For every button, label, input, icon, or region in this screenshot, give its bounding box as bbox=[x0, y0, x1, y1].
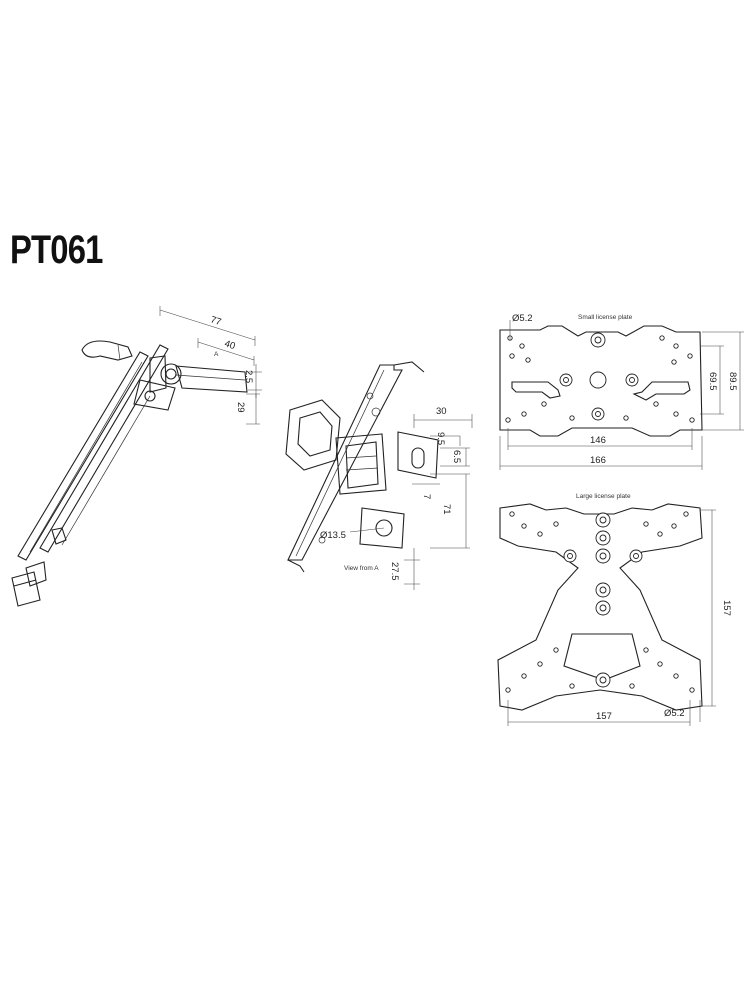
small-plate-drawing bbox=[499, 325, 703, 437]
dim-diameter-13-5: Ø13.5 bbox=[320, 530, 346, 541]
dim-146: 146 bbox=[590, 435, 606, 446]
dim-2-5: 2.5 bbox=[243, 370, 254, 383]
dim-69-5: 69.5 bbox=[707, 372, 718, 391]
dim-27-5: 27.5 bbox=[389, 562, 400, 581]
dim-29: 29 bbox=[235, 402, 246, 413]
view-a-dimensions: 30 9.5 6.5 7 71 27.5 Ø13.5 View from A bbox=[320, 406, 473, 590]
product-title: PT061 bbox=[10, 228, 103, 272]
large-plate-caption: Large license plate bbox=[576, 493, 631, 500]
view-from-a-caption: View from A bbox=[344, 565, 379, 572]
large-plate-drawing bbox=[497, 503, 703, 711]
dim-166: 166 bbox=[590, 455, 606, 466]
dim-7: 7 bbox=[421, 494, 432, 499]
dim-9-5: 9.5 bbox=[435, 432, 446, 445]
dim-40: 40 bbox=[223, 338, 236, 352]
small-plate-caption: Small license plate bbox=[578, 314, 633, 321]
view-a-drawing bbox=[285, 361, 439, 573]
dim-6-5: 6.5 bbox=[451, 450, 462, 463]
dim-71: 71 bbox=[441, 504, 452, 515]
dim-diameter-5-2-large: Ø5.2 bbox=[664, 708, 685, 719]
dim-157-horizontal: 157 bbox=[596, 711, 612, 722]
dim-30: 30 bbox=[436, 406, 447, 417]
dim-diameter-5-2-small: Ø5.2 bbox=[512, 313, 533, 324]
arrow-a-label: A bbox=[214, 351, 219, 358]
large-plate-dimensions: Large license plate 157 157 Ø5.2 bbox=[507, 493, 732, 726]
small-plate-dimensions: Small license plate Ø5.2 146 166 69.5 89… bbox=[499, 313, 744, 470]
dim-77: 77 bbox=[209, 314, 222, 328]
side-view-drawing bbox=[11, 340, 248, 607]
dim-89-5: 89.5 bbox=[727, 372, 738, 391]
dim-157-vertical: 157 bbox=[721, 600, 732, 616]
side-view-dimensions: 77 40 A 2.5 29 bbox=[159, 306, 262, 425]
